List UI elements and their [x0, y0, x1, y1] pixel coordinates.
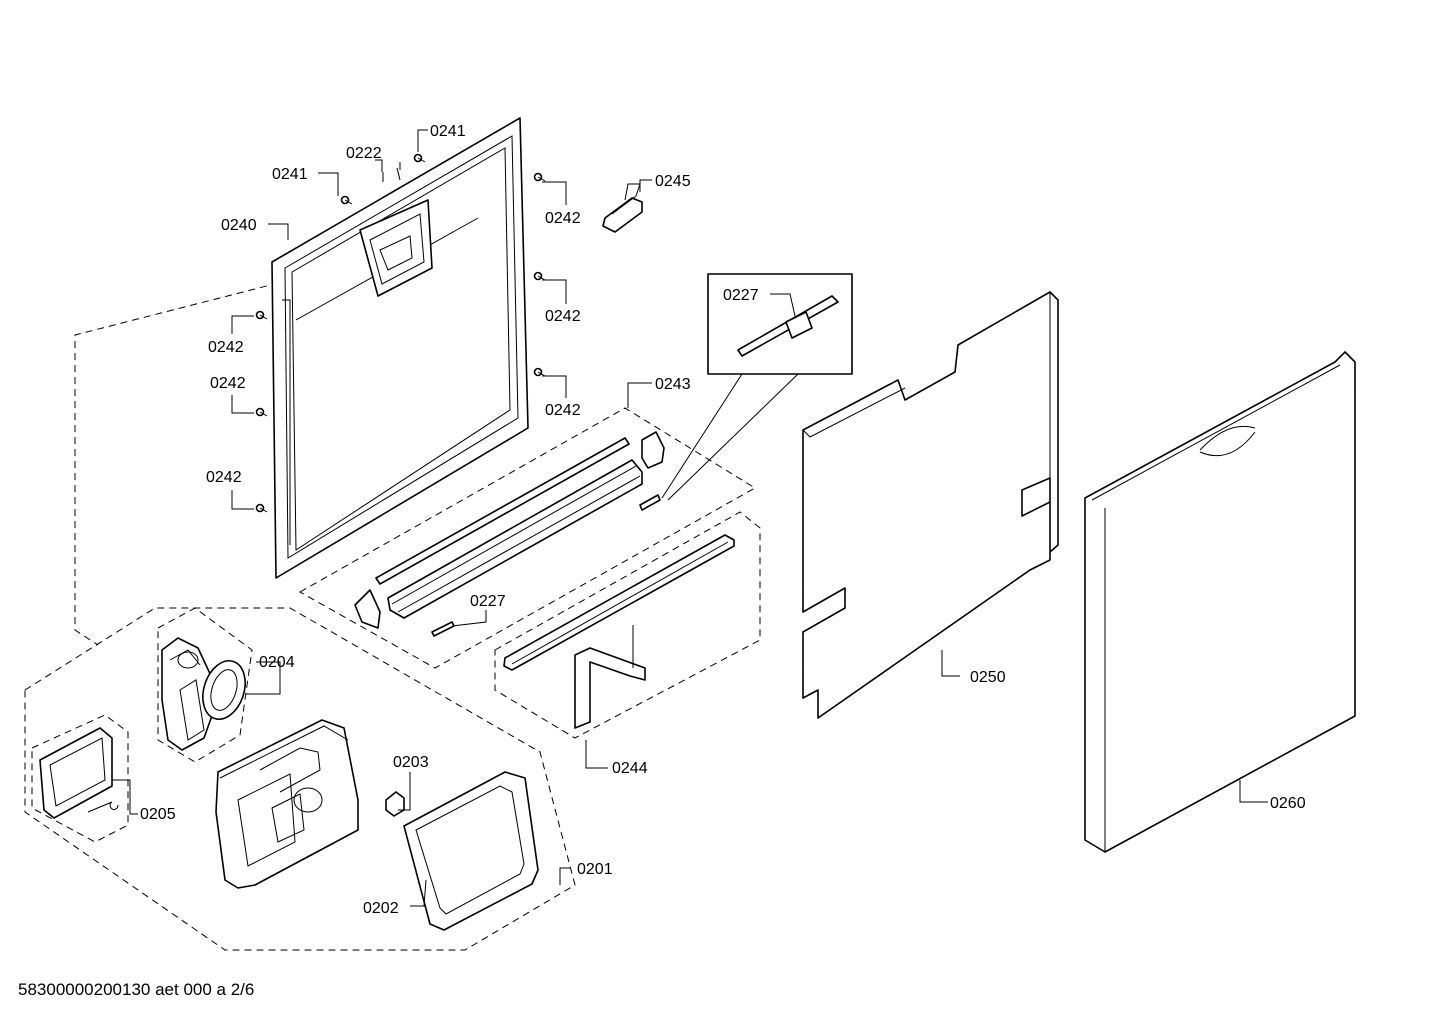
label-0250: 0250	[970, 669, 1006, 686]
screw-0241-a	[340, 195, 353, 205]
label-0242-left-1: 0242	[208, 339, 244, 356]
label-0203: 0203	[393, 754, 429, 771]
screw-0242-5	[255, 407, 268, 417]
label-0242-right-1: 0242	[545, 210, 581, 227]
label-0204: 0204	[259, 654, 295, 671]
outer-door-panel	[1084, 351, 1356, 853]
clip-0222	[382, 167, 401, 182]
insulation-panel	[802, 291, 1059, 719]
screw-0242-1	[533, 172, 546, 182]
handle-bezel	[161, 637, 246, 751]
electronics-board	[39, 727, 119, 819]
label-0242-right-3: 0242	[545, 402, 581, 419]
label-0242-left-3: 0242	[206, 469, 242, 486]
label-0242-left-2: 0242	[210, 375, 246, 392]
dashed-group-outlines	[24, 279, 761, 951]
screw-0242-6	[255, 503, 268, 513]
part-labels: 0241 0222 0241 0245 0240 0242 0242 0242 …	[140, 123, 1306, 917]
screw-0241-b	[413, 153, 426, 163]
label-0243: 0243	[655, 376, 691, 393]
control-module	[215, 719, 359, 889]
drawing-reference-code: 58300000200130 aet 000 a 2/6	[18, 980, 255, 999]
small-clip	[385, 791, 405, 817]
label-0241-left: 0241	[272, 166, 308, 183]
screw-0242-4	[255, 310, 268, 320]
label-0260: 0260	[1270, 795, 1306, 812]
label-0240: 0240	[221, 217, 257, 234]
label-0241-top: 0241	[430, 123, 466, 140]
label-0202: 0202	[363, 900, 399, 917]
inset-frame	[707, 273, 853, 375]
latch-part	[602, 183, 643, 233]
label-0201: 0201	[577, 861, 613, 878]
label-0227-rail: 0227	[470, 593, 506, 610]
label-0242-right-2: 0242	[545, 308, 581, 325]
label-0227-inset: 0227	[723, 287, 759, 304]
detail-inset	[661, 273, 853, 501]
label-0222: 0222	[346, 145, 382, 162]
inner-door-panel	[271, 117, 529, 579]
screws	[255, 153, 546, 513]
label-0244: 0244	[612, 760, 648, 777]
rail-assembly	[354, 431, 665, 637]
label-0245: 0245	[655, 173, 691, 190]
label-0205: 0205	[140, 806, 176, 823]
screw-0242-3	[533, 367, 546, 377]
screw-0242-2	[533, 271, 546, 281]
frame-seal	[403, 771, 539, 931]
lower-rail-bracket	[503, 534, 735, 729]
leader-lines	[112, 129, 1268, 907]
